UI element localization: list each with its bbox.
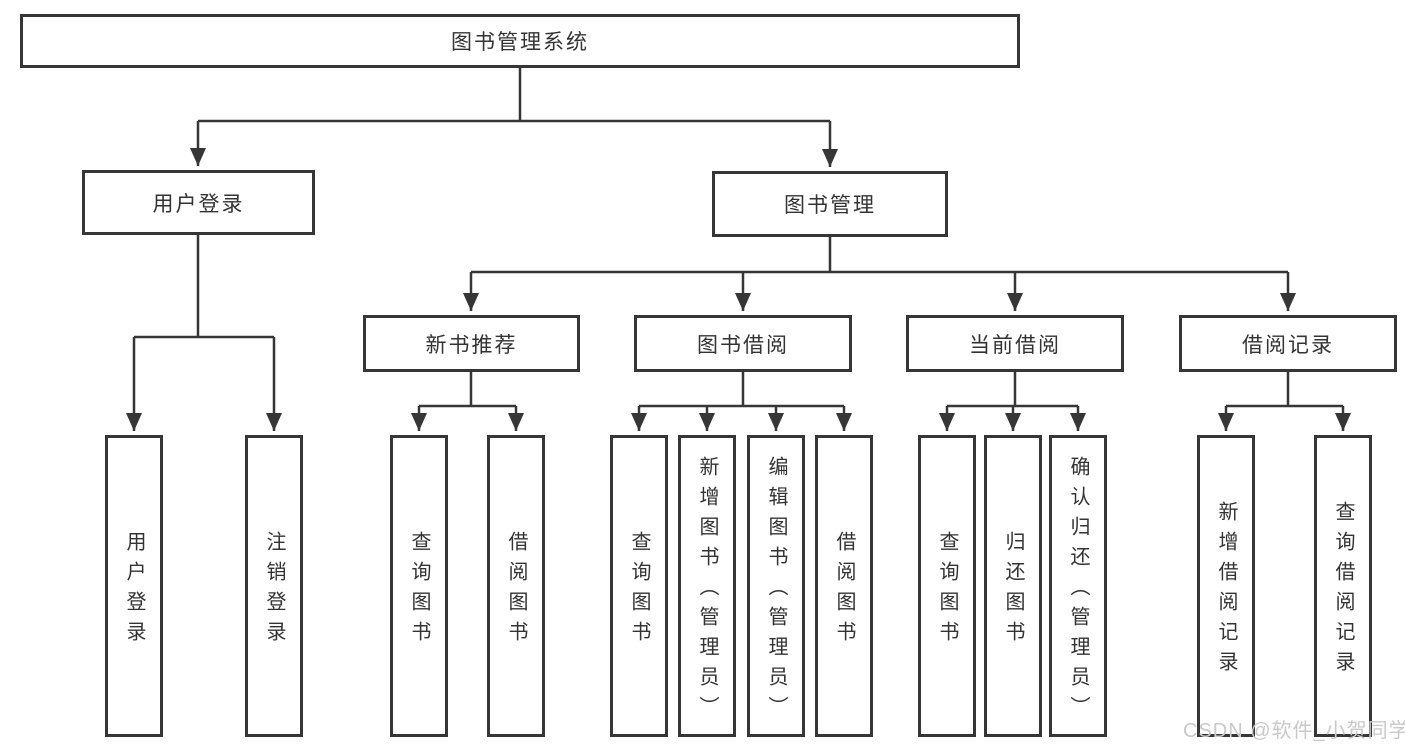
- leaf-add-books-admin-label: 新增图书（管理员）: [696, 456, 718, 726]
- node-current-borrow-label: 当前借阅: [969, 333, 1061, 357]
- node-user-login: 用户登录: [82, 170, 315, 235]
- node-borrow-records-label: 借阅记录: [1242, 333, 1334, 357]
- leaf-logout: 注销登录: [245, 435, 303, 737]
- node-book-management: 图书管理: [712, 171, 948, 237]
- leaf-query-books-current: 查询图书: [918, 435, 976, 737]
- node-book-management-label: 图书管理: [784, 194, 876, 217]
- leaf-query-books-recommend-label: 查询图书: [408, 531, 430, 651]
- leaf-borrow-books: 借阅图书: [815, 435, 873, 737]
- node-borrow-records: 借阅记录: [1179, 315, 1397, 372]
- leaf-add-borrow-record-label: 新增借阅记录: [1215, 501, 1237, 681]
- node-user-login-label: 用户登录: [152, 192, 245, 216]
- leaf-query-borrow-record-label: 查询借阅记录: [1332, 501, 1354, 681]
- leaf-confirm-return-admin-label: 确认归还（管理员）: [1067, 456, 1089, 726]
- leaf-query-borrow-record: 查询借阅记录: [1314, 435, 1372, 737]
- node-book-borrow: 图书借阅: [634, 315, 852, 372]
- node-current-borrow: 当前借阅: [906, 315, 1124, 372]
- node-book-borrow-label: 图书借阅: [697, 333, 789, 357]
- leaf-add-books-admin: 新增图书（管理员）: [678, 435, 736, 737]
- watermark: CSDN @软件_小贺同学: [1183, 720, 1405, 742]
- leaf-edit-books-admin-label: 编辑图书（管理员）: [765, 456, 787, 726]
- node-new-book-recommend-label: 新书推荐: [425, 333, 518, 357]
- leaf-user-login-label: 用户登录: [123, 531, 145, 651]
- leaf-return-books-label: 归还图书: [1002, 531, 1024, 651]
- leaf-borrow-books-recommend-label: 借阅图书: [505, 531, 527, 651]
- leaf-edit-books-admin: 编辑图书（管理员）: [747, 435, 805, 737]
- leaf-query-books-recommend: 查询图书: [390, 435, 448, 737]
- leaf-query-books-borrow-label: 查询图书: [628, 531, 650, 651]
- leaf-logout-label: 注销登录: [263, 531, 285, 651]
- leaf-user-login: 用户登录: [105, 435, 163, 737]
- leaf-confirm-return-admin: 确认归还（管理员）: [1049, 435, 1107, 737]
- node-root: 图书管理系统: [20, 14, 1020, 68]
- leaf-add-borrow-record: 新增借阅记录: [1197, 435, 1255, 737]
- leaf-return-books: 归还图书: [984, 435, 1042, 737]
- node-root-label: 图书管理系统: [451, 31, 589, 54]
- node-new-book-recommend: 新书推荐: [363, 315, 580, 372]
- leaf-query-books-borrow: 查询图书: [610, 435, 668, 737]
- leaf-query-books-current-label: 查询图书: [936, 531, 958, 651]
- leaf-borrow-books-recommend: 借阅图书: [487, 435, 545, 737]
- leaf-borrow-books-label: 借阅图书: [833, 531, 855, 651]
